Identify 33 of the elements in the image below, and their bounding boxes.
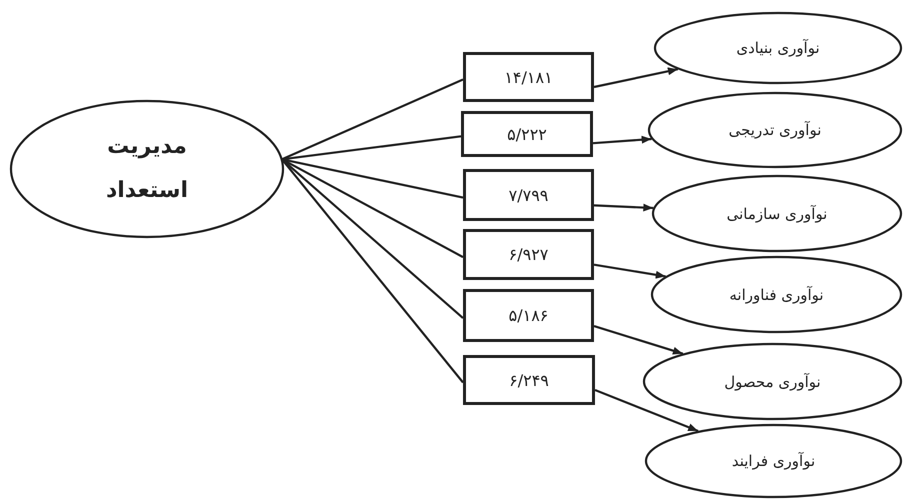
node-label: نوآوری بنیادی bbox=[736, 39, 820, 57]
node-label: ۱۴/۱۸۱ bbox=[504, 68, 553, 86]
node-label: نوآوری تدریجی bbox=[728, 121, 822, 139]
arrow bbox=[592, 136, 652, 144]
coefficient-box bbox=[463, 52, 594, 102]
ellipse-node bbox=[654, 12, 902, 84]
coefficient-box bbox=[461, 111, 593, 157]
node-label: ۷/۷۹۹ bbox=[508, 186, 548, 204]
connector-line bbox=[282, 78, 464, 160]
arrow bbox=[594, 264, 666, 279]
coefficient-box bbox=[463, 169, 594, 221]
node-label: ۵/۱۸۶ bbox=[508, 306, 548, 325]
arrow bbox=[594, 388, 698, 432]
node-label: نوآوری محصول bbox=[724, 372, 821, 390]
ellipse-node bbox=[645, 424, 902, 498]
ellipse-node bbox=[651, 256, 902, 333]
node-label: ۵/۲۲۲ bbox=[507, 124, 547, 144]
ellipse-node bbox=[652, 175, 902, 252]
arrow bbox=[594, 325, 684, 355]
ellipse-node bbox=[648, 92, 902, 168]
ellipse-node bbox=[10, 100, 284, 238]
ellipse-node bbox=[643, 343, 902, 420]
coefficient-box bbox=[463, 355, 595, 405]
arrow bbox=[594, 67, 678, 88]
coefficient-box bbox=[463, 229, 594, 280]
node-label: نوآوری سازمانی bbox=[726, 204, 828, 222]
arrow bbox=[594, 204, 654, 212]
node-label: ۶/۲۴۹ bbox=[509, 370, 549, 390]
node-label: نوآوری فرایند bbox=[732, 452, 816, 470]
node-label: مدیریت استعداد bbox=[104, 133, 190, 205]
coefficient-box bbox=[463, 289, 594, 342]
node-label: ۶/۹۲۷ bbox=[508, 245, 548, 264]
node-label: نوآوری فناورانه bbox=[729, 286, 824, 304]
